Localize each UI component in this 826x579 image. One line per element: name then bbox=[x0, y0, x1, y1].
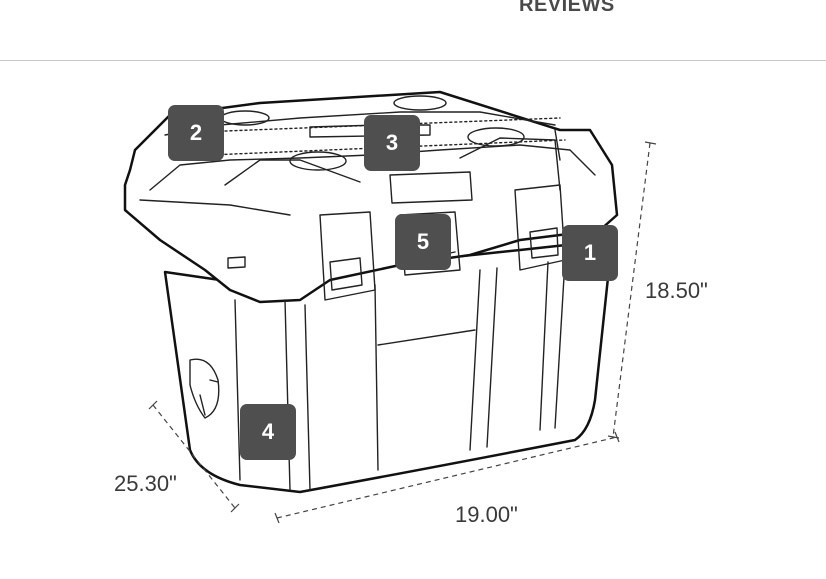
section-divider bbox=[0, 60, 826, 61]
depth-dimension-label: 25.30" bbox=[114, 471, 177, 496]
hotspot-number: 2 bbox=[189, 120, 203, 145]
width-dimension-label: 19.00" bbox=[455, 502, 518, 527]
height-dimension-label: 18.50" bbox=[645, 278, 708, 303]
hotspot-3[interactable]: 3 bbox=[364, 115, 420, 171]
hotspot-number: 1 bbox=[583, 240, 597, 265]
hotspot-1[interactable]: 1 bbox=[562, 225, 618, 281]
hotspot-number: 4 bbox=[261, 419, 275, 444]
hotspot-2[interactable]: 2 bbox=[168, 105, 224, 161]
reviews-tab[interactable]: REVIEWS bbox=[519, 0, 615, 16]
hotspot-number: 5 bbox=[416, 229, 430, 254]
hotspot-number: 3 bbox=[385, 130, 399, 155]
hotspot-4[interactable]: 4 bbox=[240, 404, 296, 460]
hotspot-5[interactable]: 5 bbox=[395, 214, 451, 270]
